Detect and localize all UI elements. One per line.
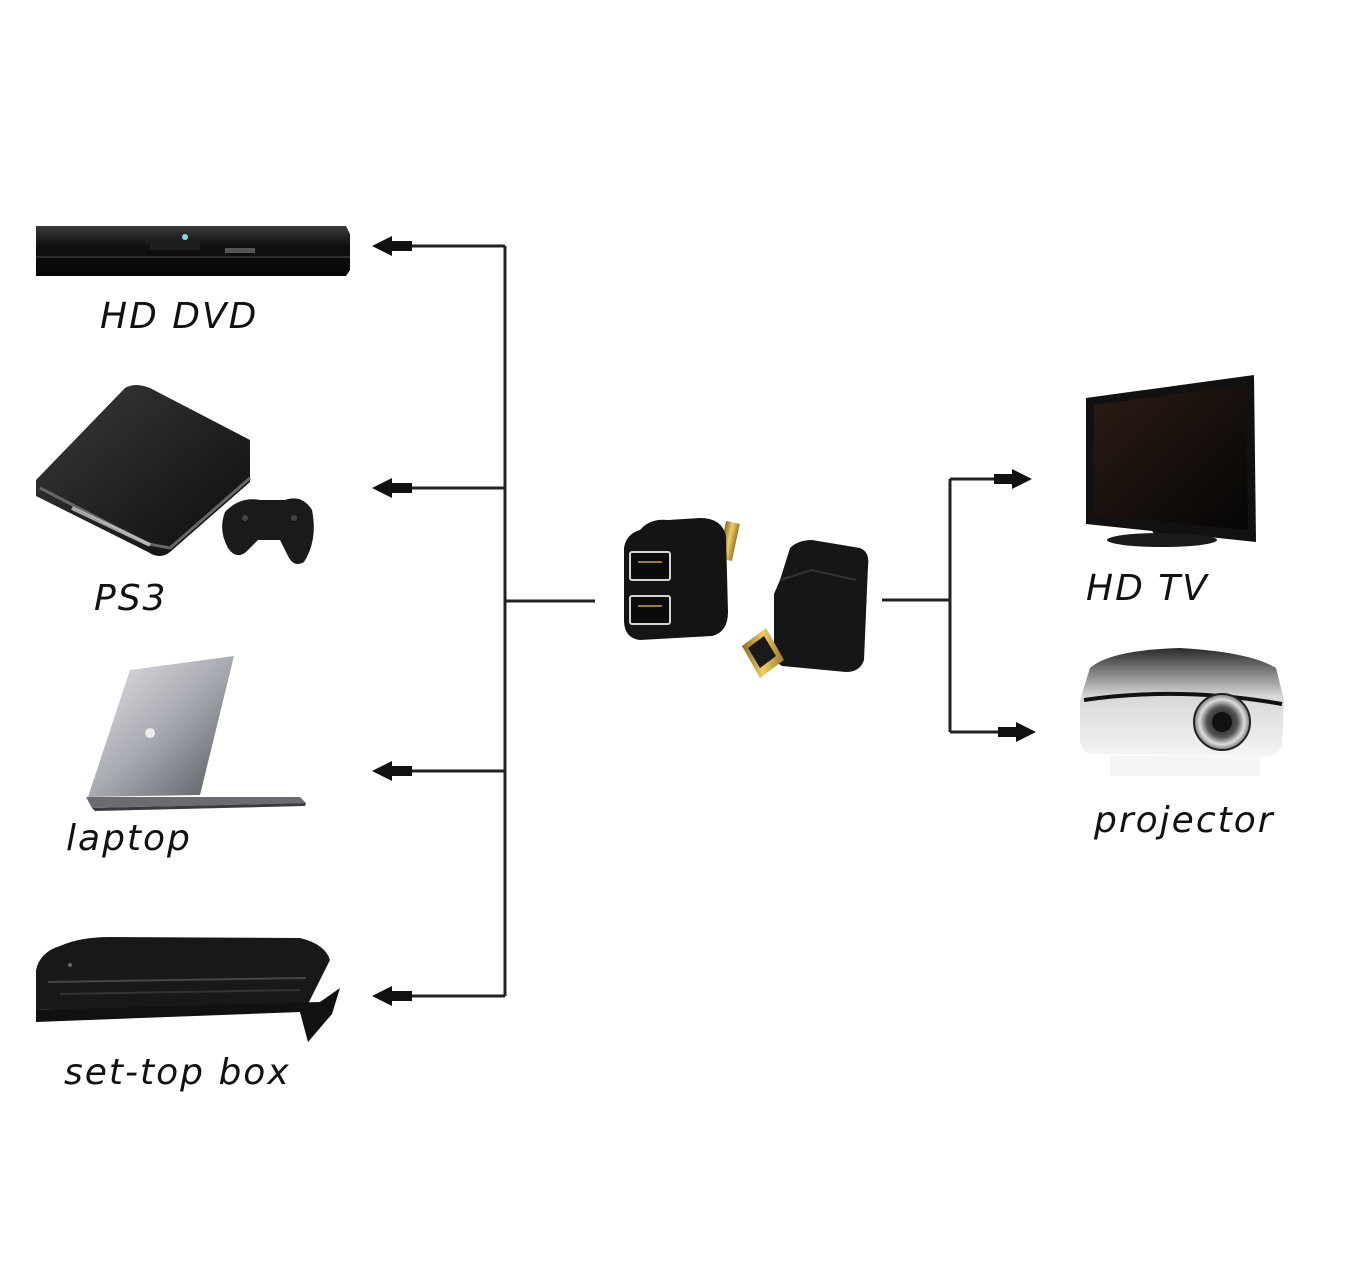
hdmi-adapter-right <box>742 540 869 678</box>
projector-icon <box>1080 648 1284 776</box>
laptop-icon <box>86 656 306 811</box>
label-hd-tv: HD TV <box>1086 568 1209 609</box>
label-laptop: laptop <box>66 818 192 859</box>
hd-dvd-player-icon <box>36 226 350 276</box>
output-bus-lines <box>882 477 1010 734</box>
label-projector: projector <box>1094 800 1275 841</box>
output-arrows <box>994 469 1036 742</box>
label-hd-dvd: HD DVD <box>100 296 259 337</box>
arrow-to-hd-dvd-icon <box>372 236 412 256</box>
arrow-to-laptop-icon <box>372 761 412 781</box>
source-bus-lines <box>395 244 595 998</box>
game-console-icon <box>36 385 314 564</box>
arrow-to-ps3-icon <box>372 478 412 498</box>
arrow-to-set-top-box-icon <box>372 986 412 1006</box>
rj45-adapter-left <box>624 518 740 640</box>
tv-icon <box>1086 375 1256 547</box>
set-top-box-icon <box>36 937 340 1042</box>
hdmi-rj45-extender-icon <box>624 518 869 678</box>
label-set-top-box: set-top box <box>64 1052 291 1093</box>
arrow-to-hd-tv-icon <box>994 469 1032 489</box>
source-arrows <box>372 236 412 1006</box>
arrow-to-projector-icon <box>998 722 1036 742</box>
label-ps3: PS3 <box>94 578 168 619</box>
